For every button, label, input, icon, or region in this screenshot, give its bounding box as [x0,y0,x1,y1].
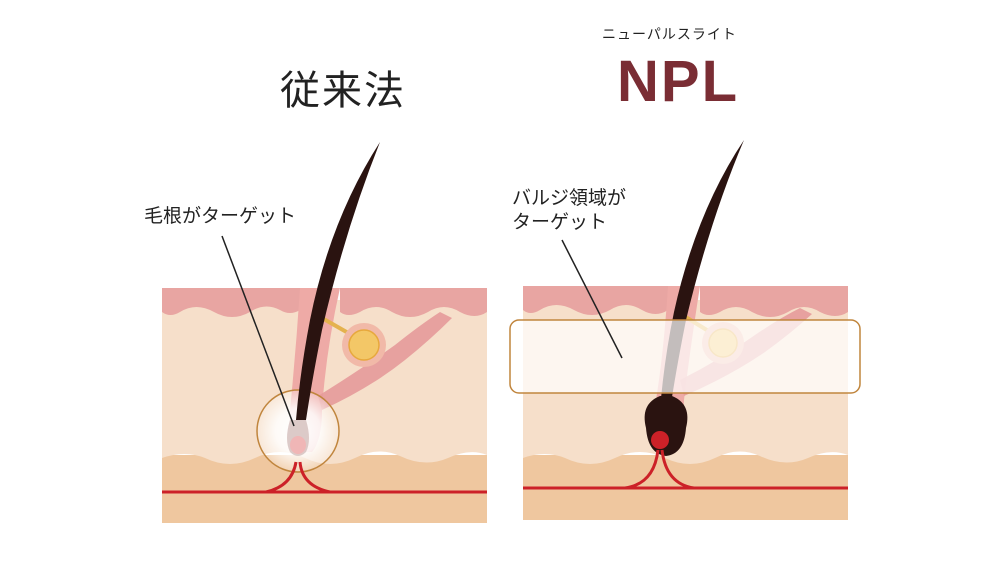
epidermis-layer [162,288,300,317]
callout-label-line: ターゲット [512,211,608,233]
method-subtitle-npl-reading: ニューパルスライト [602,27,737,43]
arrector-pili-muscle [318,312,452,410]
epidermis-layer [340,288,487,317]
blood-vessel [162,461,487,494]
dermal-papilla [651,431,669,449]
callout-label-hair-root: 毛根がターゲット [144,205,297,227]
callout-label-bulge-region: バルジ領域が ターゲット [512,186,626,234]
skin-cross-section-left [162,142,487,523]
method-title-conventional: 従来法 [280,68,406,114]
method-title-npl: NPL [617,49,739,114]
callout-line-right [561,239,623,359]
dermal-papilla [290,436,306,454]
skin-cross-section-right [509,140,861,520]
epidermis-layer [523,286,668,315]
epidermis-layer [700,286,848,317]
callout-line-left [221,235,295,427]
hair-shaft [296,142,380,420]
callout-label-line: バルジ領域が [512,187,627,209]
blood-vessel [523,449,848,490]
target-zone-bulge-region [509,319,861,394]
